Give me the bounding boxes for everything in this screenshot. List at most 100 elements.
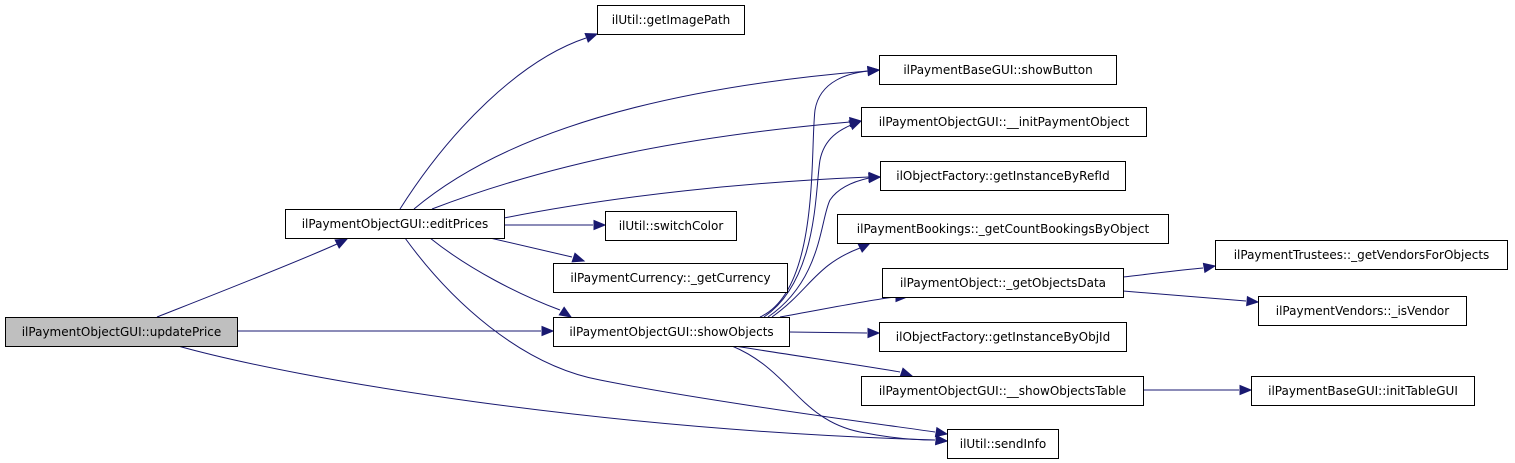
edge-showObjects-to-sendInfo [731, 345, 949, 446]
edge-line [177, 345, 936, 441]
edge-line [489, 237, 573, 258]
node-label: ilPaymentObjectGUI::updatePrice [22, 325, 222, 339]
edge-line [734, 345, 901, 373]
node-getImagePath[interactable]: ilUtil::getImagePath [597, 5, 745, 35]
arrowhead-icon [541, 325, 555, 337]
node-label: ilPaymentTrustees::_getVendorsForObjects [1234, 248, 1490, 262]
edge-line [429, 237, 561, 311]
node-updatePrice[interactable]: ilPaymentObjectGUI::updatePrice [5, 317, 238, 347]
edge-editPrices-to-showObjects [429, 237, 573, 318]
arrowhead-icon [857, 242, 872, 253]
node-showObjects[interactable]: ilPaymentObjectGUI::showObjects [553, 317, 790, 347]
edges-layer [156, 33, 1260, 446]
node-getCurrency[interactable]: ilPaymentCurrency::_getCurrency [553, 263, 788, 293]
arrowhead-icon [867, 327, 881, 339]
node-box[interactable] [285, 209, 505, 239]
node-box[interactable] [553, 317, 790, 347]
edge-line [1122, 290, 1247, 302]
node-getObjectsData[interactable]: ilPaymentObject::_getObjectsData [882, 268, 1124, 298]
arrowhead-icon [558, 306, 573, 318]
node-showButton[interactable]: ilPaymentBaseGUI::showButton [879, 55, 1117, 85]
node-label: ilObjectFactory::getInstanceByRefId [896, 169, 1109, 183]
arrowhead-icon [867, 65, 881, 77]
node-box[interactable] [1258, 296, 1467, 326]
arrowhead-icon [868, 172, 882, 184]
node-box[interactable] [1251, 376, 1475, 406]
arrowhead-icon [584, 33, 599, 43]
edge-line [1122, 267, 1204, 278]
edge-line [503, 176, 870, 219]
node-getInstanceByRefId[interactable]: ilObjectFactory::getInstanceByRefId [880, 161, 1126, 191]
edge-showObjects-to-getInstanceByRefId [767, 172, 882, 318]
edge-showObjects-to-getInstanceByObjId [788, 327, 881, 339]
arrowhead-icon [934, 426, 949, 438]
node-sendInfo[interactable]: ilUtil::sendInfo [947, 429, 1059, 459]
node-label: ilPaymentObjectGUI::showObjects [569, 325, 773, 339]
arrowhead-icon [1202, 262, 1217, 274]
node-box[interactable] [1215, 240, 1508, 270]
node-getVendorsForObjects[interactable]: ilPaymentTrustees::_getVendorsForObjects [1215, 240, 1508, 270]
node-label: ilUtil::switchColor [619, 219, 724, 233]
node-initTableGUI[interactable]: ilPaymentBaseGUI::initTableGUI [1251, 376, 1475, 406]
node-label: ilPaymentBaseGUI::initTableGUI [1268, 384, 1458, 398]
edge-editPrices-to-switchColor [504, 219, 607, 231]
edge-updatePrice-to-showObjects [237, 325, 555, 337]
node-label: ilPaymentBaseGUI::showButton [903, 63, 1092, 77]
edge-editPrices-to-getImagePath [399, 33, 599, 210]
node-box[interactable] [861, 107, 1147, 137]
edge-showObjectsTable-to-initTableGUI [1143, 384, 1253, 396]
edge-line [771, 247, 861, 318]
edge-getObjectsData-to-isVendor [1122, 290, 1260, 307]
edge-line [399, 37, 587, 210]
edge-line [431, 121, 851, 210]
node-box[interactable] [882, 268, 1124, 298]
edge-editPrices-to-sendInfo [404, 237, 949, 438]
node-showObjectsTable[interactable]: ilPaymentObjectGUI::__showObjectsTable [861, 376, 1144, 406]
node-label: ilUtil::getImagePath [612, 13, 731, 27]
node-box[interactable] [879, 322, 1127, 352]
node-label: ilObjectFactory::getInstanceByObjId [896, 330, 1110, 344]
node-switchColor[interactable]: ilUtil::switchColor [605, 211, 737, 241]
edge-showObjects-to-initPaymentObject [763, 120, 863, 318]
edge-editPrices-to-showButton [413, 65, 881, 210]
node-box[interactable] [5, 317, 238, 347]
node-label: ilPaymentObjectGUI::__initPaymentObject [879, 115, 1130, 129]
node-box[interactable] [861, 376, 1144, 406]
node-editPrices[interactable]: ilPaymentObjectGUI::editPrices [285, 209, 505, 239]
node-isVendor[interactable]: ilPaymentVendors::_isVendor [1258, 296, 1467, 326]
node-getCountBookingsByObject[interactable]: ilPaymentBookings::_getCountBookingsByOb… [837, 214, 1169, 244]
node-label: ilPaymentObjectGUI::__showObjectsTable [879, 384, 1126, 398]
edge-line [763, 124, 852, 318]
arrowhead-icon [593, 219, 607, 231]
edge-line [759, 70, 869, 318]
node-getInstanceByObjId[interactable]: ilObjectFactory::getInstanceByObjId [879, 322, 1127, 352]
node-box[interactable] [553, 263, 788, 293]
node-box[interactable] [597, 5, 745, 35]
node-label: ilPaymentBookings::_getCountBookingsByOb… [857, 222, 1150, 236]
node-label: ilUtil::sendInfo [960, 437, 1046, 451]
arrowhead-icon [571, 252, 586, 263]
node-box[interactable] [605, 211, 737, 241]
edge-line [731, 345, 936, 441]
arrowhead-icon [899, 367, 914, 378]
node-label: ilPaymentCurrency::_getCurrency [570, 271, 770, 285]
node-label: ilPaymentObjectGUI::editPrices [302, 217, 489, 231]
node-initPaymentObject[interactable]: ilPaymentObjectGUI::__initPaymentObject [861, 107, 1147, 137]
node-label: ilPaymentVendors::_isVendor [1276, 304, 1450, 318]
node-box[interactable] [879, 55, 1117, 85]
edge-updatePrice-to-editPrices [156, 238, 349, 318]
nodes-layer: ilPaymentObjectGUI::updatePriceilPayment… [5, 5, 1508, 459]
arrowhead-icon [935, 434, 949, 446]
arrowhead-icon [848, 120, 863, 131]
edge-line [404, 237, 936, 433]
arrowhead-icon [1246, 295, 1260, 307]
node-box[interactable] [837, 214, 1169, 244]
edge-line [413, 70, 869, 210]
node-label: ilPaymentObject::_getObjectsData [900, 276, 1106, 290]
node-box[interactable] [947, 429, 1059, 459]
arrowhead-icon [334, 238, 349, 249]
edge-line [767, 177, 870, 318]
edge-showObjects-to-showButton [759, 65, 881, 318]
node-box[interactable] [880, 161, 1126, 191]
edge-editPrices-to-getCurrency [489, 237, 586, 263]
